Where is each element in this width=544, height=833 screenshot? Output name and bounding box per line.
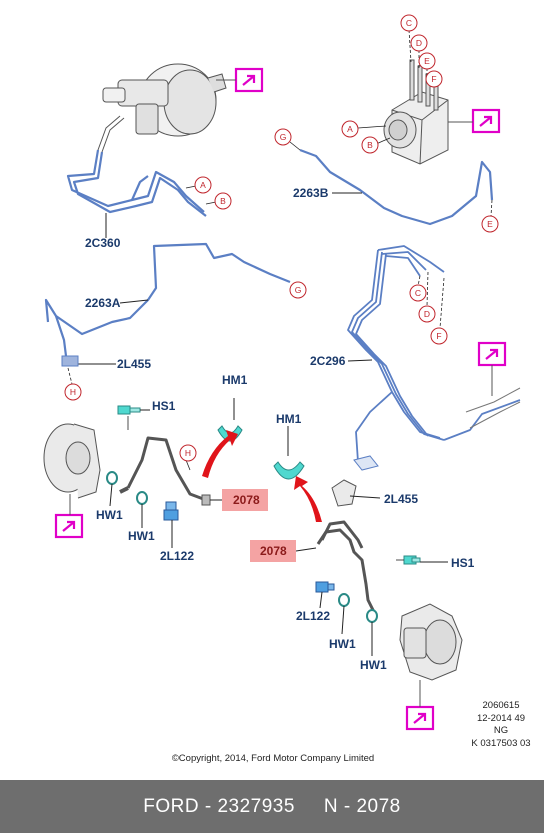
front-left-caliper (43, 423, 101, 499)
meta-line-4: K 0317503 03 (471, 737, 531, 749)
meta-line-1: 2060615 (482, 700, 520, 711)
install-arrow-left (202, 430, 238, 478)
callout-abs-c: C (406, 18, 412, 28)
footer-ref: N - 2078 (323, 796, 401, 817)
washer-left-a (106, 471, 118, 485)
label-hs1-right: HS1 (451, 556, 475, 570)
label-2c296: 2C296 (310, 354, 346, 368)
hose-bracket-2l455 (331, 455, 379, 507)
callout-f-right: F (436, 331, 441, 341)
brake-line-2263b (299, 148, 494, 226)
label-2078-right: 2078 (260, 544, 287, 558)
label-hw1-c: HW1 (329, 637, 356, 651)
footer-part-number: FORD - 2327935 (143, 796, 295, 817)
banjo-bolt-left (163, 501, 179, 521)
meta-line-3: NG (493, 725, 509, 736)
abs-module (383, 59, 449, 165)
label-hm1-left: HM1 (222, 373, 248, 387)
brake-booster (97, 63, 227, 153)
hose-highlight-right (250, 540, 296, 562)
copyright-notice: ©Copyright, 2014, Ford Motor Company Lim… (171, 753, 375, 764)
brake-hose-left (119, 436, 207, 502)
banjo-bolt-right (315, 581, 335, 593)
callout-c-right: C (415, 288, 421, 298)
callout-h-left: H (70, 387, 76, 397)
callout-h-hose: H (185, 448, 191, 458)
label-2l455-top: 2L455 (117, 357, 151, 371)
callout-abs-f: F (431, 74, 436, 84)
brake-line-2263a (44, 242, 291, 365)
booster-link-icon[interactable] (234, 67, 264, 93)
washer-right-b (366, 609, 378, 623)
label-2c360: 2C360 (85, 236, 121, 250)
caliper-left-link-icon[interactable] (54, 513, 84, 539)
caliper-right-link-icon[interactable] (405, 705, 435, 731)
label-hw1-a: HW1 (96, 508, 123, 522)
meta-line-2: 12-2014 49 (476, 712, 526, 724)
callout-booster-a: A (200, 180, 206, 190)
callout-abs-e: E (424, 56, 430, 66)
label-hw1-b: HW1 (128, 529, 155, 543)
hollow-bolt-left (117, 405, 141, 415)
label-2263a: 2263A (85, 296, 121, 310)
install-arrow-right (294, 476, 322, 522)
label-hm1-right: HM1 (276, 412, 302, 426)
callout-e-right: E (487, 219, 493, 229)
washer-right-a (338, 593, 350, 607)
brake-hose-right (316, 520, 376, 613)
abs-link-icon[interactable] (471, 108, 501, 134)
callout-d-right: D (424, 309, 430, 319)
callout-abs-d: D (416, 38, 422, 48)
callout-abs-a: A (347, 124, 353, 134)
callout-booster-b: B (220, 196, 226, 206)
label-hw1-d: HW1 (360, 658, 387, 672)
callout-g-mid: G (295, 285, 302, 295)
label-2l122-left: 2L122 (160, 549, 194, 563)
callout-abs-b: B (367, 140, 373, 150)
washer-left-b (136, 491, 148, 505)
footer-bar: FORD - 2327935 N - 2078 (0, 780, 544, 833)
label-2l455-mid: 2L455 (384, 492, 418, 506)
hose-clip-right (273, 461, 305, 480)
diagram-metadata: 2060615 12-2014 49 NG K 0317503 03 (466, 700, 536, 750)
brake-line-2c296 (347, 245, 521, 463)
body-link-icon[interactable] (477, 341, 507, 367)
label-hs1-left: HS1 (152, 399, 176, 413)
exploded-parts-diagram: 2C360 2263B 2263A 2L455 2C296 HM1 HM1 HS… (43, 14, 521, 731)
hollow-bolt-right (403, 555, 421, 565)
callout-g-top: G (280, 132, 287, 142)
brake-line-2c360 (66, 149, 207, 217)
hose-highlight-left (222, 489, 268, 511)
label-2078-left: 2078 (233, 493, 260, 507)
front-right-caliper (399, 603, 463, 681)
label-2263b: 2263B (293, 186, 329, 200)
label-2l122-right: 2L122 (296, 609, 330, 623)
